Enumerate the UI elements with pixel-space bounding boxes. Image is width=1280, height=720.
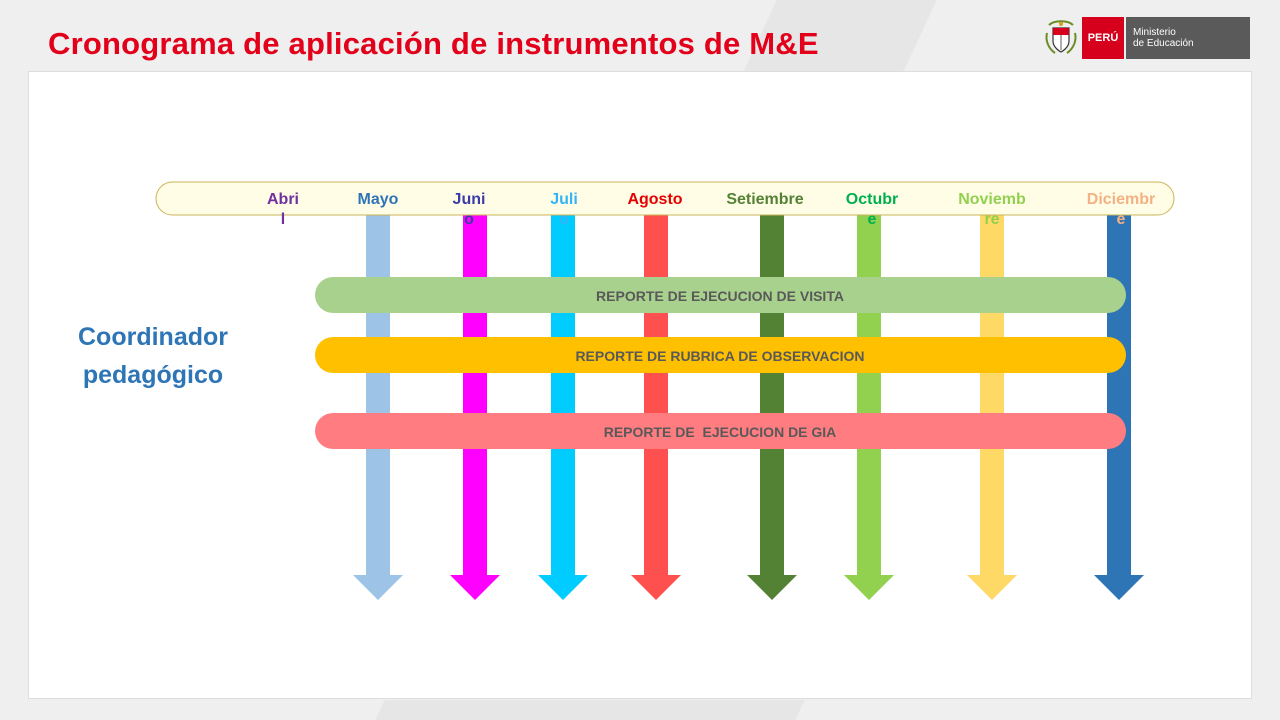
report-bar: [315, 277, 1126, 313]
month-arrow: [747, 214, 797, 600]
month-arrows: [353, 214, 1144, 600]
report-label: REPORTE DE EJECUCION DE GIA: [604, 424, 837, 440]
month-label: Setiembre: [726, 191, 803, 208]
month-label: Agosto: [627, 191, 682, 208]
report-bar: [315, 413, 1126, 449]
report-label: REPORTE DE EJECUCION DE VISITA: [596, 288, 844, 304]
ministry-name: Ministerio de Educación: [1126, 17, 1250, 59]
role-label: Coordinador pedagógico: [78, 323, 228, 389]
ministry-name-line1: Ministerio: [1133, 27, 1176, 38]
peru-badge: PERÚ: [1082, 17, 1124, 59]
report-bar: [315, 337, 1126, 373]
ministry-logo: PERÚ Ministerio de Educación: [1044, 17, 1252, 59]
content-panel: [28, 71, 1252, 699]
month-arrow: [450, 214, 500, 600]
month-arrow: [967, 214, 1017, 600]
timeline-bar: [155, 181, 1175, 216]
month-arrow: [1094, 214, 1144, 600]
month-arrow: [631, 214, 681, 600]
page-title: Cronograma de aplicación de instrumentos…: [48, 26, 819, 61]
month-label: Mayo: [358, 191, 399, 208]
coat-of-arms-icon: [1045, 20, 1077, 54]
report-bars: REPORTE DE EJECUCION DE VISITA REPORTE DE…: [315, 277, 1126, 449]
month-arrow: [538, 214, 588, 600]
report-label: REPORTE DE RUBRICA DE OBSERVACION: [575, 348, 864, 364]
month-arrow: [844, 214, 894, 600]
month-arrow: [353, 214, 403, 600]
ministry-name-line2: de Educación: [1133, 38, 1194, 49]
